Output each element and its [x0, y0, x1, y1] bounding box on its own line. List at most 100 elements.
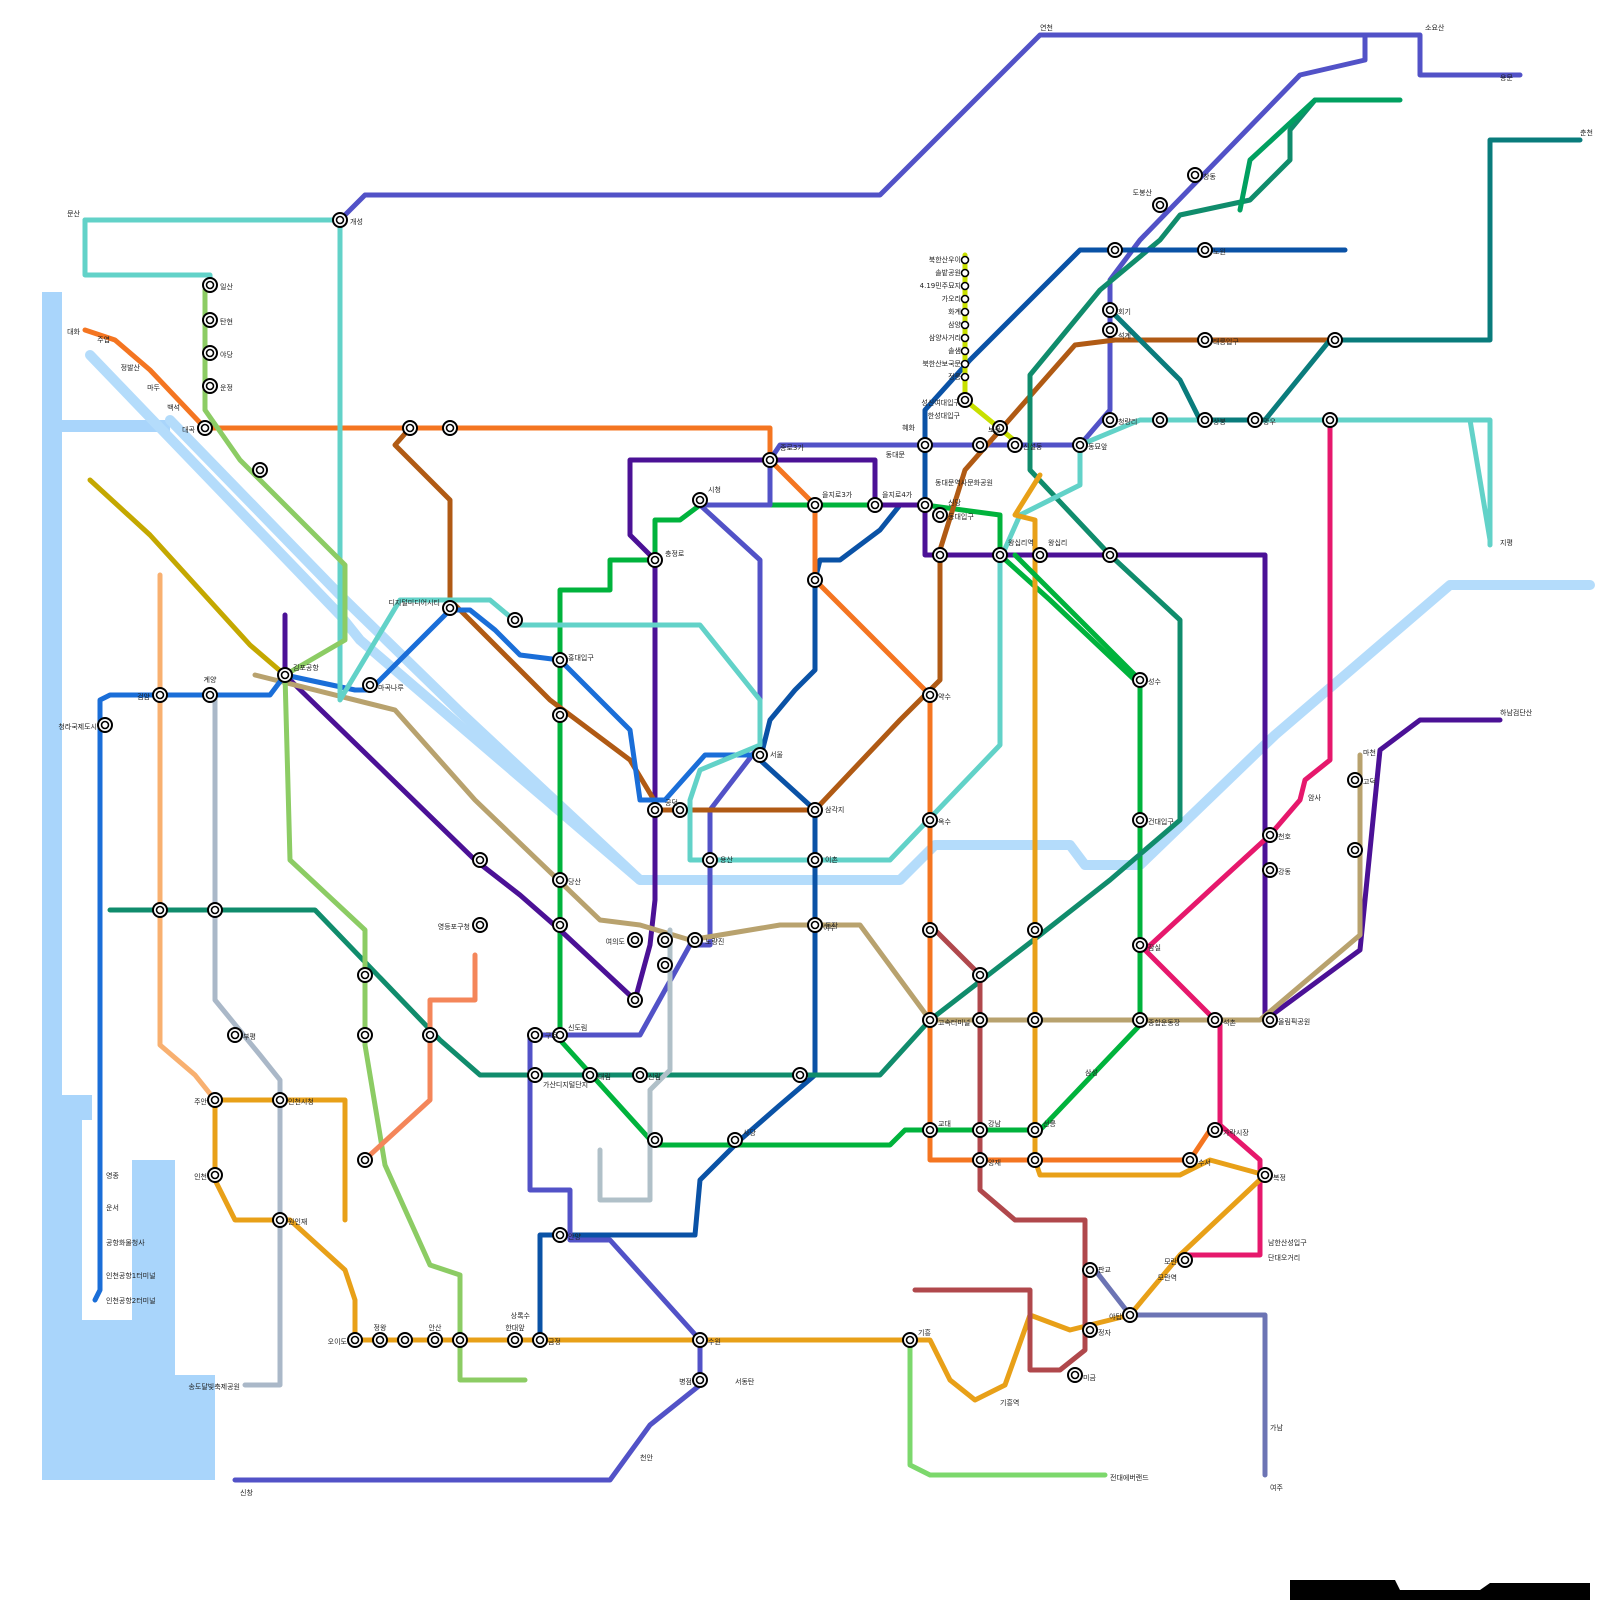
- station-marker[interactable]: [960, 281, 970, 291]
- transfer-station[interactable]: [1197, 412, 1213, 428]
- transfer-station[interactable]: [1027, 922, 1043, 938]
- transfer-station[interactable]: [972, 1152, 988, 1168]
- transfer-station[interactable]: [807, 802, 823, 818]
- transfer-station[interactable]: [1187, 167, 1203, 183]
- transfer-station[interactable]: [807, 497, 823, 513]
- transfer-station[interactable]: [992, 420, 1008, 436]
- transfer-station[interactable]: [972, 967, 988, 983]
- transfer-station[interactable]: [1327, 332, 1343, 348]
- transfer-station[interactable]: [627, 992, 643, 1008]
- transfer-station[interactable]: [227, 1027, 243, 1043]
- transfer-station[interactable]: [692, 1372, 708, 1388]
- transfer-station[interactable]: [402, 420, 418, 436]
- transfer-station[interactable]: [1027, 1012, 1043, 1028]
- transfer-station[interactable]: [1177, 1252, 1193, 1268]
- transfer-station[interactable]: [657, 957, 673, 973]
- transfer-station[interactable]: [422, 1027, 438, 1043]
- transfer-station[interactable]: [807, 572, 823, 588]
- transfer-station[interactable]: [357, 967, 373, 983]
- transfer-station[interactable]: [442, 600, 458, 616]
- transfer-station[interactable]: [427, 1332, 443, 1348]
- transfer-station[interactable]: [647, 802, 663, 818]
- transfer-station[interactable]: [152, 902, 168, 918]
- transfer-station[interactable]: [1257, 1167, 1273, 1183]
- transfer-station[interactable]: [1207, 1012, 1223, 1028]
- transfer-station[interactable]: [527, 1027, 543, 1043]
- transfer-station[interactable]: [792, 1067, 808, 1083]
- transfer-station[interactable]: [552, 917, 568, 933]
- transfer-station[interactable]: [507, 612, 523, 628]
- transfer-station[interactable]: [702, 852, 718, 868]
- transfer-station[interactable]: [1152, 197, 1168, 213]
- transfer-station[interactable]: [1102, 412, 1118, 428]
- station-marker[interactable]: [960, 294, 970, 304]
- transfer-station[interactable]: [647, 552, 663, 568]
- transfer-station[interactable]: [197, 420, 213, 436]
- transfer-station[interactable]: [552, 1027, 568, 1043]
- transfer-station[interactable]: [362, 677, 378, 693]
- transfer-station[interactable]: [207, 902, 223, 918]
- transfer-station[interactable]: [332, 212, 348, 228]
- transfer-station[interactable]: [1102, 322, 1118, 338]
- transfer-station[interactable]: [1207, 1122, 1223, 1138]
- transfer-station[interactable]: [992, 547, 1008, 563]
- transfer-station[interactable]: [277, 667, 293, 683]
- station-marker[interactable]: [960, 359, 970, 369]
- station-marker[interactable]: [960, 255, 970, 265]
- transfer-station[interactable]: [1132, 937, 1148, 953]
- station-marker[interactable]: [960, 372, 970, 382]
- transfer-station[interactable]: [202, 378, 218, 394]
- transfer-station[interactable]: [922, 922, 938, 938]
- transfer-station[interactable]: [552, 1227, 568, 1243]
- transfer-station[interactable]: [1032, 547, 1048, 563]
- transfer-station[interactable]: [902, 1332, 918, 1348]
- transfer-station[interactable]: [692, 492, 708, 508]
- transfer-station[interactable]: [1122, 1307, 1138, 1323]
- transfer-station[interactable]: [357, 1152, 373, 1168]
- transfer-station[interactable]: [1262, 827, 1278, 843]
- transfer-station[interactable]: [202, 312, 218, 328]
- transfer-station[interactable]: [532, 1332, 548, 1348]
- transfer-station[interactable]: [727, 1132, 743, 1148]
- transfer-station[interactable]: [152, 687, 168, 703]
- transfer-station[interactable]: [762, 452, 778, 468]
- transfer-station[interactable]: [1132, 672, 1148, 688]
- transfer-station[interactable]: [972, 437, 988, 453]
- transfer-station[interactable]: [807, 917, 823, 933]
- transfer-station[interactable]: [1007, 437, 1023, 453]
- transfer-station[interactable]: [1082, 1262, 1098, 1278]
- transfer-station[interactable]: [1347, 842, 1363, 858]
- transfer-station[interactable]: [207, 1167, 223, 1183]
- transfer-station[interactable]: [97, 717, 113, 733]
- transfer-station[interactable]: [1197, 242, 1213, 258]
- station-marker[interactable]: [960, 268, 970, 278]
- transfer-station[interactable]: [917, 497, 933, 513]
- transfer-station[interactable]: [627, 932, 643, 948]
- transfer-station[interactable]: [442, 420, 458, 436]
- transfer-station[interactable]: [397, 1332, 413, 1348]
- transfer-station[interactable]: [867, 497, 883, 513]
- transfer-station[interactable]: [647, 1132, 663, 1148]
- transfer-station[interactable]: [272, 1092, 288, 1108]
- transfer-station[interactable]: [752, 747, 768, 763]
- transfer-station[interactable]: [357, 1027, 373, 1043]
- transfer-station[interactable]: [527, 1067, 543, 1083]
- transfer-station[interactable]: [507, 1332, 523, 1348]
- transfer-station[interactable]: [687, 932, 703, 948]
- transfer-station[interactable]: [917, 437, 933, 453]
- station-marker[interactable]: [960, 333, 970, 343]
- station-marker[interactable]: [960, 346, 970, 356]
- transfer-station[interactable]: [972, 1122, 988, 1138]
- transfer-station[interactable]: [272, 1212, 288, 1228]
- transfer-station[interactable]: [347, 1332, 363, 1348]
- transfer-station[interactable]: [1197, 332, 1213, 348]
- transfer-station[interactable]: [672, 802, 688, 818]
- transfer-station[interactable]: [202, 277, 218, 293]
- transfer-station[interactable]: [472, 917, 488, 933]
- transfer-station[interactable]: [1067, 1367, 1083, 1383]
- transfer-station[interactable]: [922, 687, 938, 703]
- transfer-station[interactable]: [632, 1067, 648, 1083]
- transfer-station[interactable]: [692, 1332, 708, 1348]
- station-marker[interactable]: [960, 320, 970, 330]
- transfer-station[interactable]: [1247, 412, 1263, 428]
